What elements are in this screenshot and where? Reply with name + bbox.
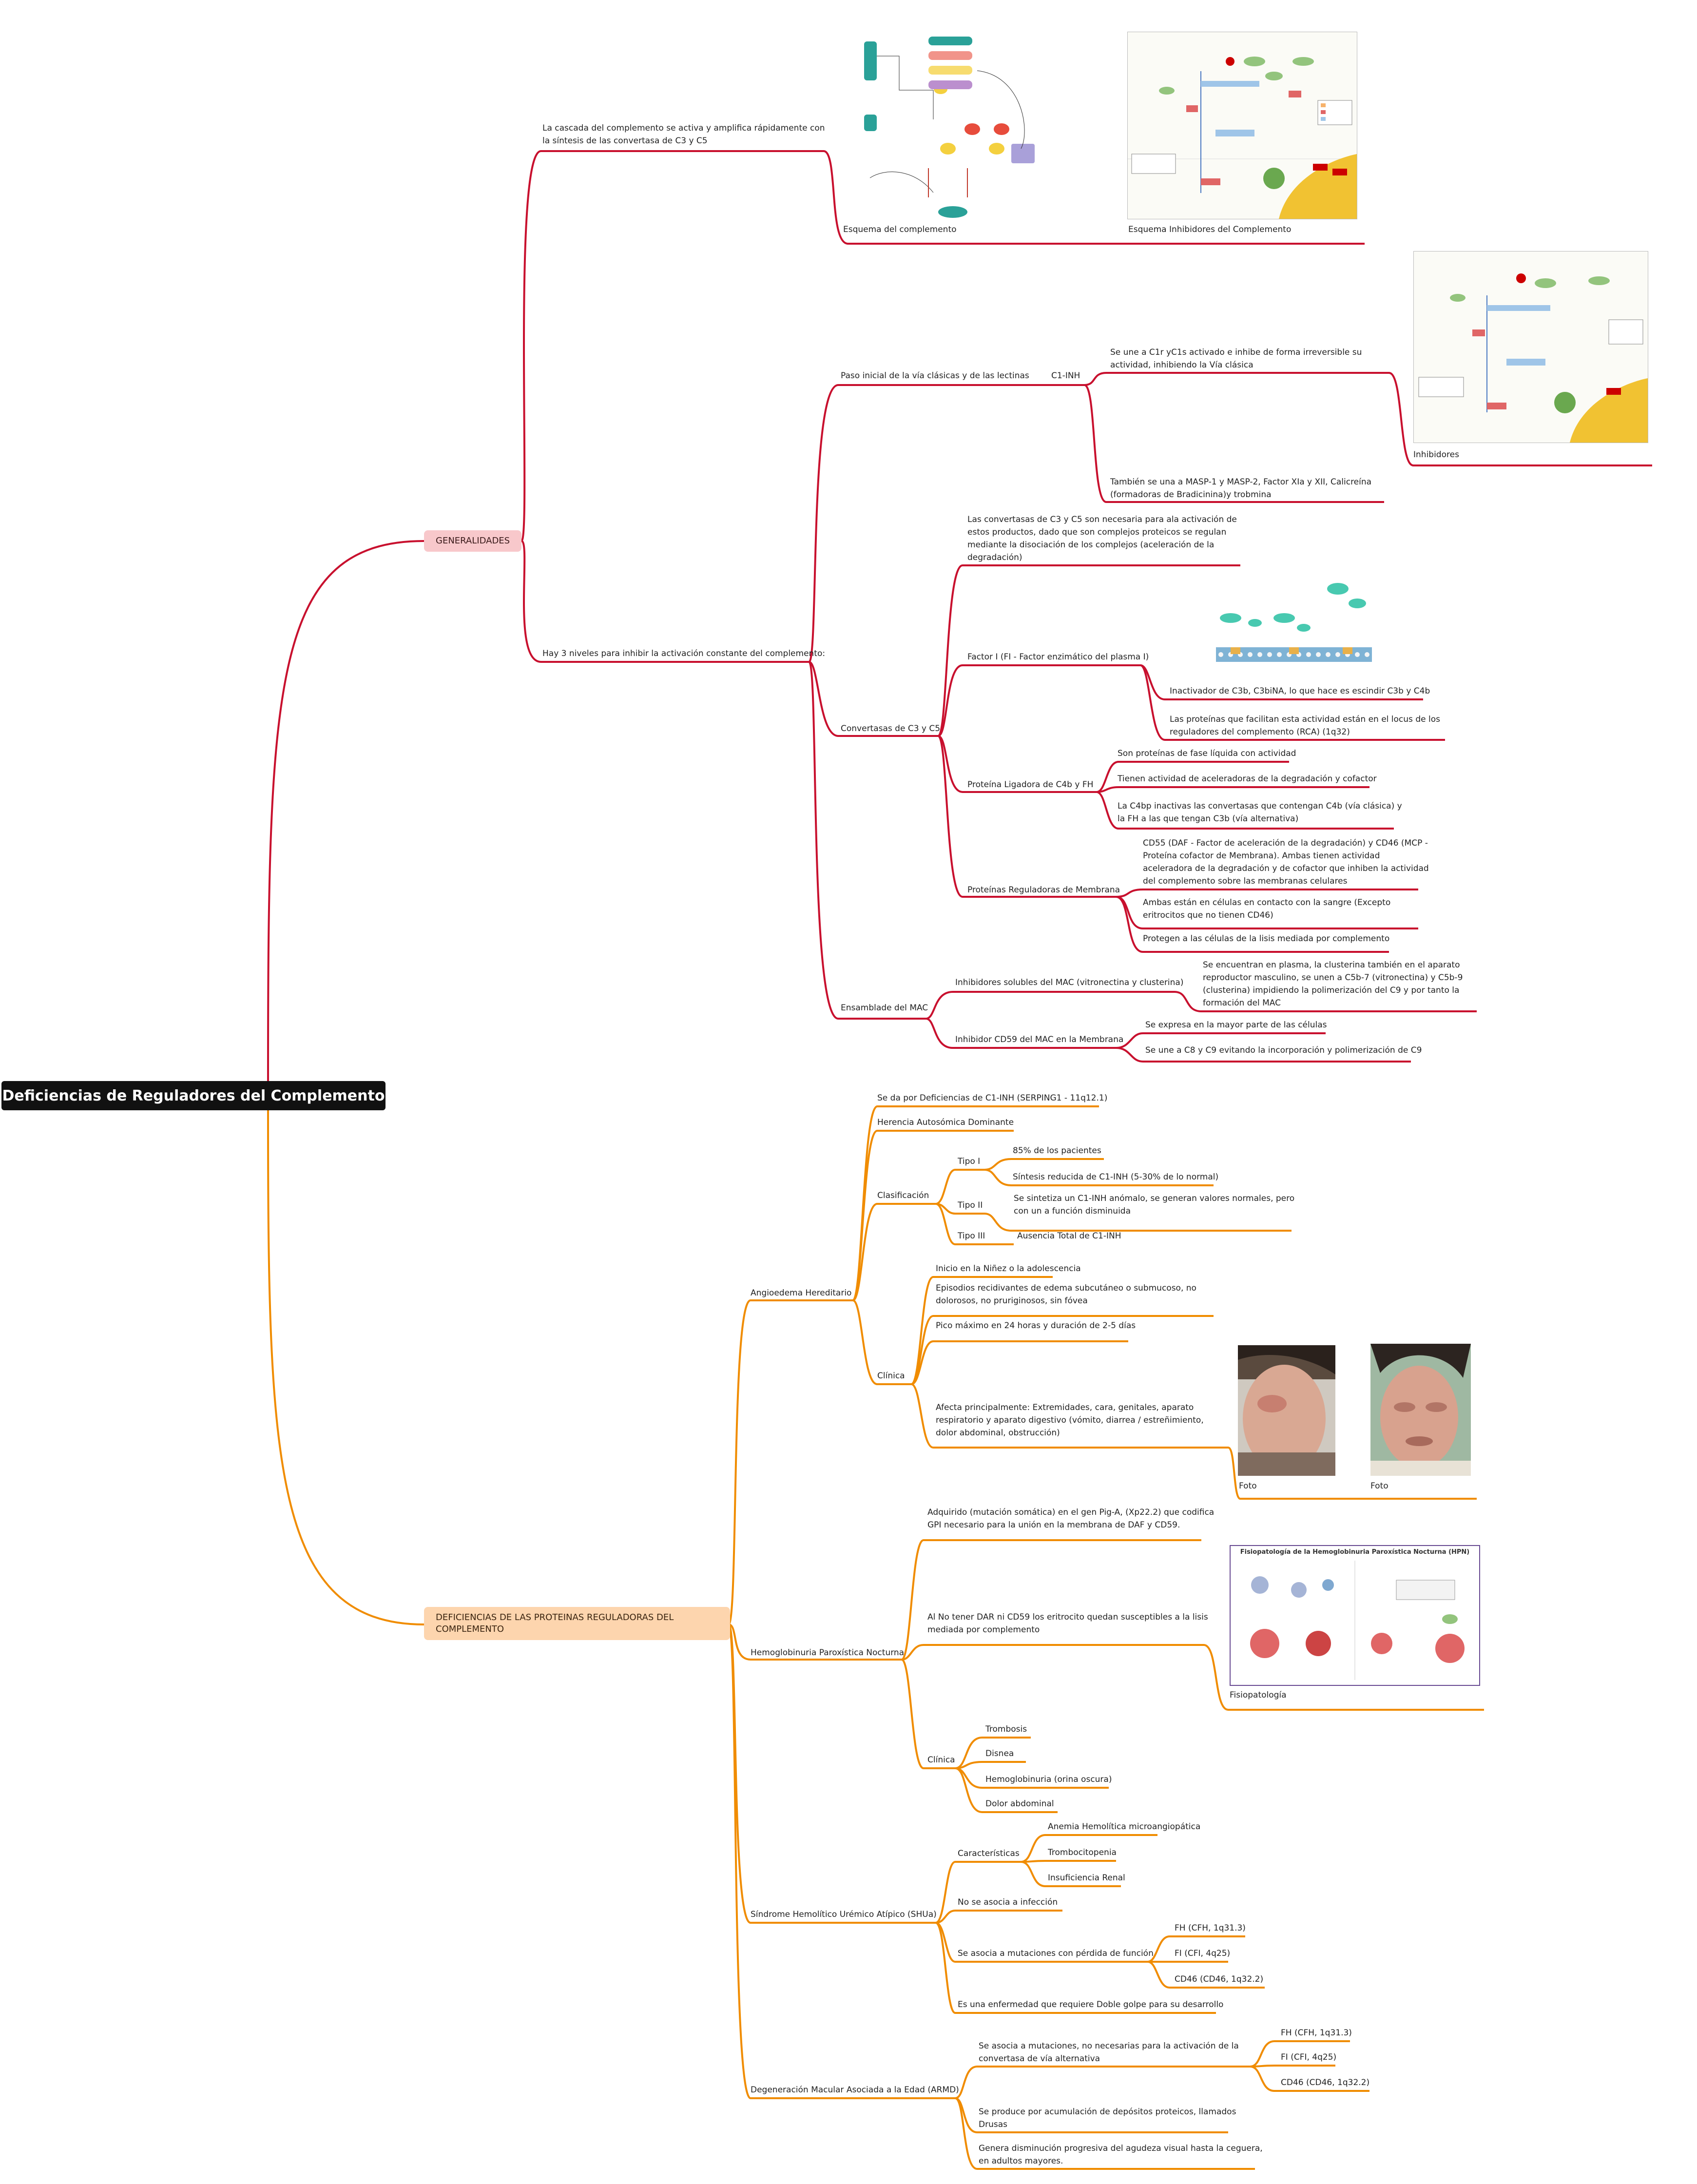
photo-1-caption: Foto: [1239, 1481, 1257, 1491]
pathophysiology-caption: Fisiopatología: [1230, 1690, 1287, 1700]
orange-connectors: [267, 1105, 1484, 2170]
inhibitors-caption: Inhibidores: [1413, 450, 1459, 460]
ah-inheritance[interactable]: Herencia Autosómica Dominante: [877, 1118, 1014, 1127]
ah-clinical-4[interactable]: Afecta principalmente: Extremidades, car…: [936, 1403, 1204, 1438]
ahus-node[interactable]: Síndrome Hemolítico Urémico Atípico (SHU…: [751, 1910, 937, 1919]
mac-soluble-detail[interactable]: Se encuentran en plasma, la clusterina t…: [1203, 960, 1463, 1008]
type-2-node[interactable]: Tipo II: [958, 1200, 983, 1210]
ahus-mutation-fh[interactable]: FH (CFH, 1q31.3): [1175, 1923, 1246, 1933]
amd-detail-2[interactable]: Se produce por acumulación de depósitos …: [979, 2107, 1236, 2129]
binding-protein-detail-1[interactable]: Son proteínas de fase líquida con activi…: [1118, 749, 1296, 758]
ahus-feature-1[interactable]: Anemia Hemolítica microangiopática: [1048, 1822, 1201, 1832]
amd-detail-3[interactable]: Genera disminución progresiva del agudez…: [979, 2144, 1263, 2166]
cd59-node[interactable]: Inhibidor CD59 del MAC en la Membrana: [955, 1035, 1124, 1044]
binding-protein-detail-2[interactable]: Tienen actividad de aceleradoras de la d…: [1118, 774, 1377, 784]
pnh-detail-2[interactable]: Al No tener DAR ni CD59 los eritrocito q…: [927, 1612, 1208, 1635]
ah-clinical-node[interactable]: Clínica: [877, 1371, 905, 1381]
c1inh-detail-2[interactable]: También se una a MASP-1 y MASP-2, Factor…: [1110, 477, 1372, 500]
type-2-detail[interactable]: Se sintetiza un C1-INH anómalo, se gener…: [1014, 1194, 1295, 1216]
angioedema-photo-2: [1370, 1344, 1471, 1476]
pnh-image-title: Fisiopatología de la Hemoglobinuria Paro…: [1240, 1548, 1470, 1556]
type-3-detail[interactable]: Ausencia Total de C1-INH: [1017, 1231, 1121, 1241]
cascade-node[interactable]: La cascada del complemento se activa y a…: [542, 123, 825, 146]
mac-soluble-node[interactable]: Inhibidores solubles del MAC (vitronecti…: [955, 978, 1184, 987]
levels-node[interactable]: Hay 3 niveles para inhibir la activación…: [542, 649, 826, 658]
red-connectors: [267, 150, 1652, 1082]
membrane-regulators-node[interactable]: Proteínas Reguladoras de Membrana: [967, 885, 1120, 895]
amd-mutation-fi[interactable]: FI (CFI, 4q25): [1281, 2052, 1337, 2062]
ahus-features-node[interactable]: Características: [958, 1849, 1020, 1858]
c1inh-detail-1[interactable]: Se une a C1r yC1s activado e inhibe de f…: [1110, 348, 1362, 370]
binding-protein-detail-3[interactable]: La C4bp inactivas las convertasas que co…: [1118, 801, 1402, 824]
ah-classification-node[interactable]: Clasificación: [877, 1191, 929, 1200]
ahus-mutations[interactable]: Se asocia a mutaciones con pérdida de fu…: [958, 1949, 1154, 1958]
ah-clinical-1[interactable]: Inicio en la Niñez o la adolescencia: [936, 1264, 1081, 1274]
amd-node[interactable]: Degeneración Macular Asociada a la Edad …: [751, 2085, 959, 2095]
cd59-detail-2[interactable]: Se une a C8 y C9 evitando la incorporaci…: [1145, 1045, 1422, 1055]
ahus-feature-2[interactable]: Trombocitopenia: [1048, 1848, 1117, 1857]
deficiencies-node[interactable]: DEFICIENCIAS DE LAS PROTEINAS REGULADORA…: [424, 1607, 730, 1640]
initial-step-node[interactable]: Paso inicial de la vía clásicas y de las…: [841, 371, 1029, 381]
cd59-detail-1[interactable]: Se expresa en la mayor parte de las célu…: [1145, 1020, 1327, 1030]
pnh-clinical-2[interactable]: Disnea: [985, 1749, 1014, 1759]
factor-i-detail-1[interactable]: Inactivador de C3b, C3biNA, lo que hace …: [1170, 686, 1430, 696]
ahus-mutation-cd46[interactable]: CD46 (CD46, 1q32.2): [1175, 1974, 1264, 1984]
complement-scheme-image: [855, 32, 1038, 219]
factor-i-node[interactable]: Factor I (FI - Factor enzimático del pla…: [967, 652, 1149, 662]
type-1-detail-b[interactable]: Síntesis reducida de C1-INH (5-30% de lo…: [1013, 1172, 1219, 1182]
type-1-detail-a[interactable]: 85% de los pacientes: [1013, 1146, 1101, 1156]
complement-inhibitors-image: [1127, 32, 1357, 219]
ahus-mutation-fi[interactable]: FI (CFI, 4q25): [1175, 1949, 1231, 1958]
ahus-double-hit[interactable]: Es una enfermedad que requiere Doble gol…: [958, 2000, 1224, 2010]
pnh-clinical-1[interactable]: Trombosis: [985, 1724, 1027, 1734]
membrane-regulators-detail-2[interactable]: Ambas están en células en contacto con l…: [1143, 898, 1391, 920]
pnh-clinical-3[interactable]: Hemoglobinuria (orina oscura): [985, 1775, 1112, 1784]
amd-mutation-cd46[interactable]: CD46 (CD46, 1q32.2): [1281, 2078, 1370, 2087]
mac-node[interactable]: Ensamblade del MAC: [841, 1003, 928, 1013]
type-3-node[interactable]: Tipo III: [958, 1231, 985, 1241]
generalidades-node[interactable]: GENERALIDADES: [424, 530, 521, 552]
amd-mutation-fh[interactable]: FH (CFH, 1q31.3): [1281, 2028, 1352, 2038]
ahus-no-infection[interactable]: No se asocia a infección: [958, 1897, 1058, 1907]
ah-cause[interactable]: Se da por Deficiencias de C1-INH (SERPIN…: [877, 1093, 1108, 1103]
root-node[interactable]: Deficiencias de Reguladores del Compleme…: [1, 1081, 386, 1110]
pnh-detail-1[interactable]: Adquirido (mutación somática) en el gen …: [927, 1508, 1215, 1530]
angioedema-photo-1: [1238, 1345, 1335, 1476]
c1inh-node[interactable]: C1-INH: [1051, 371, 1080, 381]
ahus-feature-3[interactable]: Insuficiencia Renal: [1048, 1873, 1125, 1883]
photo-2-caption: Foto: [1370, 1481, 1388, 1491]
ah-clinical-3[interactable]: Pico máximo en 24 horas y duración de 2-…: [936, 1321, 1136, 1331]
convertases-detail[interactable]: Las convertasas de C3 y C5 son necesaria…: [967, 515, 1237, 562]
pnh-clinical-node[interactable]: Clínica: [927, 1755, 955, 1765]
binding-protein-node[interactable]: Proteína Ligadora de C4b y FH: [967, 780, 1094, 790]
amd-detail-1[interactable]: Se asocia a mutaciones, no necesarias pa…: [979, 2041, 1239, 2064]
pnh-pathophysiology-image: Fisiopatología de la Hemoglobinuria Paro…: [1230, 1545, 1480, 1686]
type-1-node[interactable]: Tipo I: [958, 1157, 981, 1166]
membrane-regulators-detail-1[interactable]: CD55 (DAF - Factor de aceleración de la …: [1143, 838, 1429, 886]
pnh-clinical-4[interactable]: Dolor abdominal: [985, 1799, 1054, 1809]
factor-i-detail-2[interactable]: Las proteínas que facilitan esta activid…: [1170, 715, 1440, 737]
complement-inhibitors-caption: Esquema Inhibidores del Complemento: [1128, 225, 1292, 234]
convertases-node[interactable]: Convertasas de C3 y C5: [841, 724, 941, 734]
membrane-regulators-detail-3[interactable]: Protegen a las células de la lisis media…: [1143, 934, 1390, 944]
complement-scheme-caption: Esquema del complemento: [843, 225, 957, 234]
inhibitors-image: [1413, 251, 1648, 443]
pnh-node[interactable]: Hemoglobinuria Paroxística Nocturna: [751, 1648, 905, 1658]
factor-i-image: [1216, 574, 1372, 677]
ah-clinical-2[interactable]: Episodios recidivantes de edema subcután…: [936, 1283, 1196, 1306]
hereditary-angioedema-node[interactable]: Angioedema Hereditario: [751, 1288, 852, 1298]
